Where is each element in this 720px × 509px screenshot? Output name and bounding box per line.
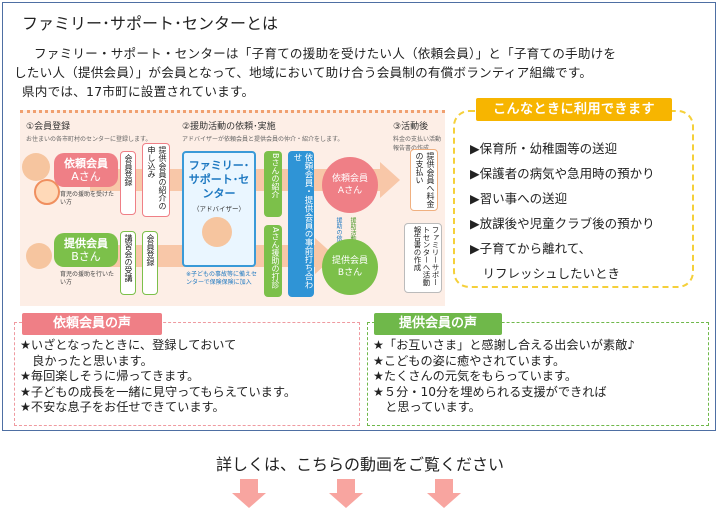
- provider-voices-heading: 提供会員の声: [374, 313, 502, 335]
- video-prompt: 詳しくは、こちらの動画をご覧ください: [215, 455, 504, 474]
- center-name: ファミリー･サポート･センター: [188, 159, 250, 200]
- when-heading: こんなときに利用できます: [476, 98, 672, 121]
- intro-line-1: ファミリー・サポート・センターは「子育ての援助を受けたい人（依頼会員）」と「子育…: [34, 46, 617, 61]
- box-a-support: Aさん援助の打診: [264, 225, 282, 297]
- flow-diagram: ①会員登録 お住まいの各市町村のセンターに登録します。 ②援助活動の依頼･実施 …: [20, 110, 445, 306]
- box-b-intro: Bさんの紹介: [264, 151, 282, 217]
- voice-item: ★子どもの成長を一緒に見守ってもらえています。: [20, 384, 297, 399]
- box-meeting: 依頼会員・提供会員の事前打ち合わせ: [288, 151, 314, 297]
- center-role: （アドバイザー）: [193, 205, 245, 213]
- voice-item: と思っています。: [373, 400, 481, 415]
- voice-item: 良かったと思います。: [20, 353, 153, 368]
- box-reg-b: 会員登録: [142, 231, 158, 295]
- step2-title: ②援助活動の依頼･実施 アドバイザーが依頼会員と提供会員の仲介・紹介をします。: [182, 122, 344, 143]
- page-title: ファミリー･サポート･センターとは: [22, 14, 279, 33]
- intro-line-3: 県内では、17市町に設置されています。: [22, 84, 255, 99]
- box-course: 講習会の受講: [120, 231, 136, 295]
- step1-title: ①会員登録 お住まいの各市町村のセンターに登録します。: [26, 122, 152, 143]
- when-item: ▶放課後や児童クラブ後の預かり: [470, 216, 655, 231]
- requester-desc: 育児の援助を受けたい方: [60, 191, 115, 206]
- voice-item: ★こどもの姿に癒やされています。: [373, 353, 566, 368]
- voice-item: ★５分・10分を埋められる支援ができれば: [373, 384, 607, 399]
- box-payment: 提供会員へ料金の支払い: [410, 149, 438, 211]
- requester-voices-list: ★いざとなったときに、登録しておいて 良かったと思います。 ★毎回楽しそうに帰っ…: [20, 338, 296, 416]
- provider-illustration: [26, 243, 52, 269]
- requester-illustration: [22, 153, 50, 181]
- box-intro-request: 提供会員の紹介の申し込み: [142, 143, 170, 217]
- flow-label-support: 援助活動の実施: [349, 217, 356, 259]
- advisor-illustration: [202, 217, 232, 247]
- provider-voices-list: ★「お互いさま」と感謝し合える出会いが素敵♪ ★こどもの姿に癒やされています。 …: [373, 338, 635, 416]
- when-box: [453, 110, 694, 288]
- voice-item: ★毎回楽しそうに帰ってきます。: [20, 369, 200, 384]
- voice-item: ★たくさんの元気をもらっています。: [373, 369, 578, 384]
- when-item: ▶保育所・幼稚園等の送迎: [470, 141, 618, 156]
- voice-item: ★不安な息子をお任せできています。: [20, 400, 225, 415]
- insurance-note: ※子どもの事故等に備えセンターで保険保険に加入: [186, 271, 258, 286]
- requester-voices-heading: 依頼会員の声: [22, 313, 162, 335]
- when-list: ▶保育所・幼稚園等の送迎 ▶保護者の病気や急用時の預かり ▶習い事への送迎 ▶放…: [470, 136, 655, 286]
- box-report: ファミリーサポートセンターへ活動報告書の作成: [404, 223, 442, 293]
- provider-voices-box: [367, 322, 709, 426]
- when-item: ▶保護者の病気や急用時の預かり: [470, 166, 655, 181]
- center-box: ファミリー･サポート･センター （アドバイザー）: [182, 151, 256, 267]
- intro-text: ファミリー・サポート・センターは「子育ての援助を受けたい人（依頼会員）」と「子育…: [14, 44, 706, 101]
- when-item: ▶子育てから離れて、: [470, 241, 592, 256]
- voice-item: ★「お互いさま」と感謝し合える出会いが素敵♪: [373, 338, 636, 352]
- box-reg-a: 会員登録: [120, 151, 136, 215]
- voice-item: ★いざとなったときに、登録しておいて: [20, 338, 237, 352]
- intro-line-2: したい人（提供会員）」が会員となって、地域において助け合う会員制の有償ボランティ…: [14, 65, 593, 80]
- flow-label-request: 援助の依頼: [335, 217, 342, 247]
- when-item: リフレッシュしたいとき: [470, 266, 621, 281]
- step3-title: ③活動後 料金の支払い活動報告書の作成: [393, 122, 442, 152]
- flow-arrowhead-top: [380, 162, 400, 198]
- when-item: ▶習い事への送迎: [470, 191, 568, 206]
- requester-voices-box: [14, 322, 360, 426]
- provider-desc: 育児の援助を行いたい方: [60, 271, 115, 286]
